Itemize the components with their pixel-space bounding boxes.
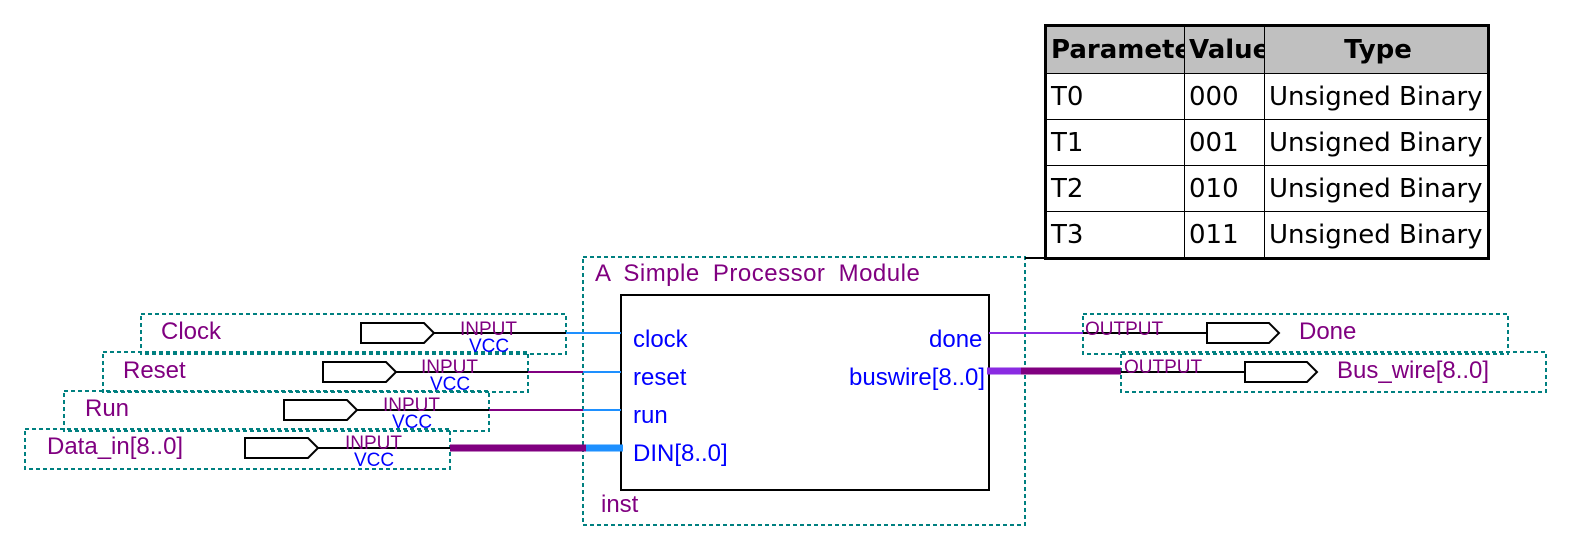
table-cell: T1 <box>1046 119 1185 166</box>
table-header-parameter: Parameter <box>1046 26 1185 74</box>
table-cell: T2 <box>1046 165 1185 212</box>
module-frame <box>582 256 1026 526</box>
pin-default-label: VCC <box>430 375 471 391</box>
input-pin-shape-reset <box>322 361 398 383</box>
pin-type-label: INPUT <box>421 358 478 377</box>
port-reset[interactable]: reset <box>633 364 687 391</box>
pin-type-label: OUTPUT <box>1124 358 1203 373</box>
input-pin-shape-data-in <box>244 437 320 459</box>
table-row: T1 001 Unsigned Binary <box>1046 119 1488 166</box>
table-header-value: Value <box>1184 26 1265 74</box>
output-pin-done[interactable]: Done <box>1299 318 1357 345</box>
pin-default-label: VCC <box>354 451 395 467</box>
table-header-row: Parameter Value Type <box>1046 26 1488 74</box>
port-done[interactable]: done <box>929 326 983 353</box>
module-title: A Simple Processor Module <box>595 260 921 287</box>
pin-type-label: INPUT <box>345 434 402 453</box>
parameter-table: Parameter Value Type T0 000 Unsigned Bin… <box>1044 24 1490 260</box>
instance-name: inst <box>601 491 639 518</box>
input-pin-reset[interactable]: Reset <box>123 357 186 384</box>
pin-type-label: OUTPUT <box>1085 320 1164 335</box>
table-cell: 001 <box>1184 119 1265 166</box>
input-pin-shape-run <box>283 399 359 421</box>
input-pin-clock[interactable]: Clock <box>161 318 222 345</box>
pin-default-label: VCC <box>469 337 510 353</box>
table-cell: 010 <box>1184 165 1265 212</box>
table-header-type: Type <box>1264 26 1488 74</box>
table-cell: T3 <box>1046 211 1185 258</box>
table-cell: 000 <box>1184 73 1265 120</box>
port-buswire[interactable]: buswire[8..0] <box>849 364 986 391</box>
pin-type-label: INPUT <box>383 396 440 415</box>
table-row: T3 011 Unsigned Binary <box>1046 211 1488 258</box>
module-body <box>620 294 990 491</box>
input-pin-data-in[interactable]: Data_in[8..0] <box>47 433 184 460</box>
table-cell: 011 <box>1184 211 1265 258</box>
table-row: T0 000 Unsigned Binary <box>1046 73 1488 120</box>
table-row: T2 010 Unsigned Binary <box>1046 165 1488 212</box>
pin-default-label: VCC <box>392 413 433 429</box>
port-run[interactable]: run <box>633 402 668 429</box>
table-cell: Unsigned Binary <box>1264 73 1488 120</box>
output-pin-shape-bus-wire <box>1244 361 1319 383</box>
table-cell: Unsigned Binary <box>1264 119 1488 166</box>
port-din[interactable]: DIN[8..0] <box>633 440 728 467</box>
table-cell: T0 <box>1046 73 1185 120</box>
input-pin-shape-clock <box>360 322 436 344</box>
output-pin-shape-done <box>1206 322 1281 344</box>
input-pin-run[interactable]: Run <box>85 395 130 422</box>
table-cell: Unsigned Binary <box>1264 165 1488 212</box>
output-pin-bus-wire[interactable]: Bus_wire[8..0] <box>1337 357 1489 384</box>
table-cell: Unsigned Binary <box>1264 211 1488 258</box>
port-clock[interactable]: clock <box>633 326 688 353</box>
pin-type-label: INPUT <box>460 320 517 339</box>
